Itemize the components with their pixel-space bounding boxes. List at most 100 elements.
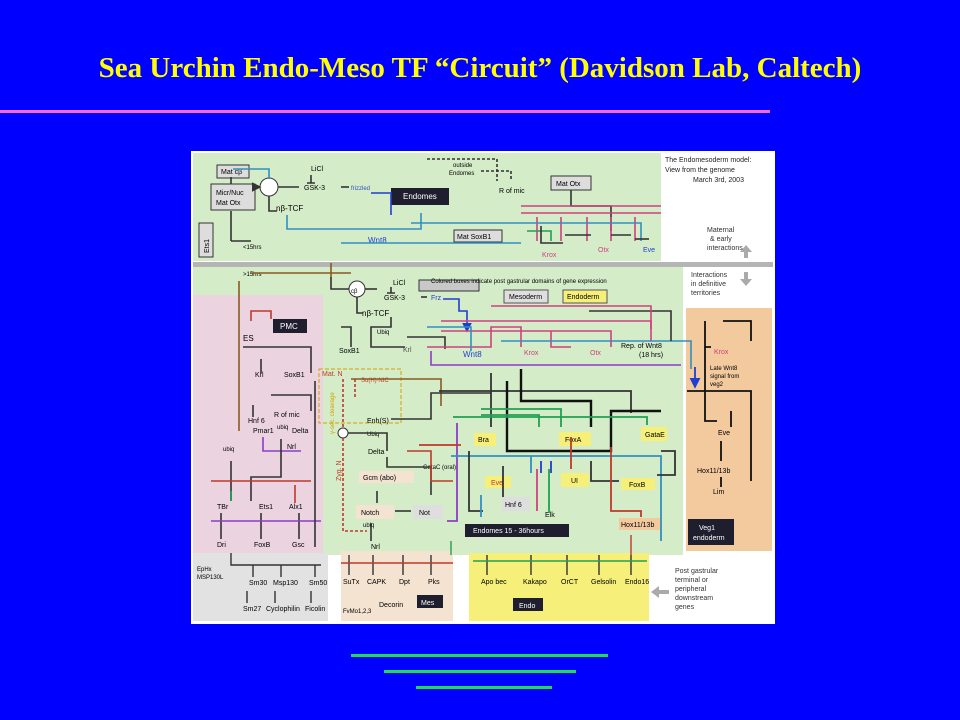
model-date: March 3rd, 2003 xyxy=(693,177,744,184)
notch-box xyxy=(356,505,394,519)
post-label-3: peripheral xyxy=(675,586,707,593)
mat-otx-label: Mat Otx xyxy=(556,181,581,188)
pmc-gene-ubiq2: ubiq xyxy=(223,447,234,453)
otx-def-label: Otx xyxy=(590,350,601,357)
mes-label-box xyxy=(417,595,443,608)
pmc-gene-r-of-mic: R of mic xyxy=(274,412,300,419)
legend-color-box xyxy=(418,279,480,292)
mes-label: Mes xyxy=(421,600,435,607)
pmc-gene-ets1: Ets1 xyxy=(259,504,273,511)
mes-gene-sutx: SuTx xyxy=(343,579,360,586)
mesoderm-legend-label: Mesoderm xyxy=(509,294,542,301)
pmc-gene-alx1: Alx1 xyxy=(289,504,303,511)
maternal-label-1: Maternal xyxy=(707,227,735,234)
ubiq-label: Ubiq xyxy=(377,330,389,336)
ui-box xyxy=(561,473,589,487)
mes-gene-pks: Pks xyxy=(428,579,440,586)
left-arrow-icon xyxy=(651,586,669,598)
outside-endomes-1: outside xyxy=(453,163,473,169)
pmc-gene-gsc: Gsc xyxy=(292,542,305,549)
endo-label: Endo xyxy=(519,603,535,610)
skel-gene-sm50: Sm50 xyxy=(309,580,327,587)
late-wnt8-label-3: veg2 xyxy=(710,382,724,388)
mes-gene-dpt: Dpt xyxy=(399,579,410,586)
mes-gene-fvmo: FvMo1,2,3 xyxy=(343,609,372,615)
licl-label-2: LiCl xyxy=(393,280,406,287)
mat-soxb1-label: Mat SoxB1 xyxy=(457,234,491,241)
post-label-5: genes xyxy=(675,604,695,611)
frizzled-label: frizzled xyxy=(351,186,370,192)
skel-gene-cyclophilin: Cyclophilin xyxy=(266,606,300,613)
mat-n-label: Mat. N xyxy=(322,371,343,378)
gt15hrs-label: >15hrs xyxy=(243,272,262,278)
pmc-gene-soxb1: SoxB1 xyxy=(284,372,305,379)
gatac-label: GataC (oral) xyxy=(423,465,456,471)
lim-label: Lim xyxy=(713,489,724,496)
title-rule xyxy=(0,110,770,113)
licl-label: LiCl xyxy=(311,166,324,173)
foxa-label: FoxA xyxy=(565,437,582,444)
slide-title: Sea Urchin Endo-Meso TF “Circuit” (David… xyxy=(98,52,862,84)
su-h-node xyxy=(337,427,349,439)
eve-def-box xyxy=(485,476,511,488)
foxb-def-box xyxy=(621,478,655,490)
otx-maternal-label: Otx xyxy=(598,247,609,254)
skeleton-label-1: EpHx xyxy=(197,567,212,573)
pmc-label: PMC xyxy=(280,322,298,331)
endo-gene-orct: OrCT xyxy=(561,579,579,586)
mes-gene-decorin: Decorin xyxy=(379,602,403,609)
eve-veg1-label: Eve xyxy=(718,430,730,437)
model-title-line1: The Endomesoderm model: xyxy=(665,157,751,164)
post-label-2: terminal or xyxy=(675,577,709,584)
pmc-zone xyxy=(193,295,323,553)
gene-network-diagram: The Endomesoderm model: View from the ge… xyxy=(191,151,775,624)
hnf6-def-label: Hnf 6 xyxy=(505,502,522,509)
pmc-gene-tbr: TBr xyxy=(217,504,229,511)
bra-label: Bra xyxy=(478,437,489,444)
gsk3-label: GSK-3 xyxy=(304,185,325,192)
mes-gene-capk: CAPK xyxy=(367,579,386,586)
endo-gene-gelsolin: Gelsolin xyxy=(591,579,616,586)
rep-wnt8-label-1: Rep. of Wnt8 xyxy=(621,343,662,350)
pmc-gene-nrl: Nrl xyxy=(287,444,296,451)
endo-gene-kakapo: Kakapo xyxy=(523,579,547,586)
phase-separator xyxy=(193,262,773,267)
ubiq2-label: Ubiq xyxy=(367,432,379,438)
ntcf-label-2: nβ-TCF xyxy=(362,309,389,318)
nrl-def-label: Nrl xyxy=(371,544,380,551)
foxa-box xyxy=(559,432,591,446)
elk-label: Elk xyxy=(545,512,555,519)
hnf6-def-box xyxy=(502,497,530,511)
pmc-gene-hnf6: Hnf 6 xyxy=(248,418,265,425)
pmc-gene-pmar1: Pmar1 xyxy=(253,428,274,435)
skel-gene-sm30: Sm30 xyxy=(249,580,267,587)
gatae-label: GataE xyxy=(645,432,665,439)
outside-endomes-2: Endomes xyxy=(449,171,474,177)
ntcf-label: nβ-TCF xyxy=(276,204,303,213)
c-beta-node xyxy=(259,177,279,197)
gsk3-label-2: GSK-3 xyxy=(384,295,405,302)
endo-zone xyxy=(469,553,649,621)
endo-gene-endo16: Endo16 xyxy=(625,579,649,586)
gatae-box xyxy=(641,427,667,441)
pmc-gene-ubiq: ubiq xyxy=(277,425,288,431)
pmc-gene-foxb: FoxB xyxy=(254,542,271,549)
hox-def-label: Hox11/13b xyxy=(621,522,654,529)
skel-gene-sm27: Sm27 xyxy=(243,606,261,613)
veg1-zone xyxy=(686,308,772,551)
bottom-rule-2 xyxy=(384,670,576,673)
veg1-label-box xyxy=(688,519,734,545)
bottom-rule-3 xyxy=(416,686,552,689)
endo-label-box xyxy=(513,598,543,611)
wnt8-def-label: Wnt8 xyxy=(463,350,482,359)
maternal-label-2: & early xyxy=(710,236,732,243)
endoderm-legend-box xyxy=(562,289,608,304)
pmc-gene-krl: Krl xyxy=(255,372,264,379)
veg1-label-1: Veg1 xyxy=(699,525,715,532)
zyg-n-label: Zyg. N xyxy=(336,460,343,481)
r-of-mic-label: R of mic xyxy=(499,188,525,195)
frz-label: Frz xyxy=(431,295,442,302)
post-label-1: Post gastrular xyxy=(675,568,719,575)
updown-arrow-icon xyxy=(740,245,752,286)
definitive-label-3: territories xyxy=(691,290,721,297)
